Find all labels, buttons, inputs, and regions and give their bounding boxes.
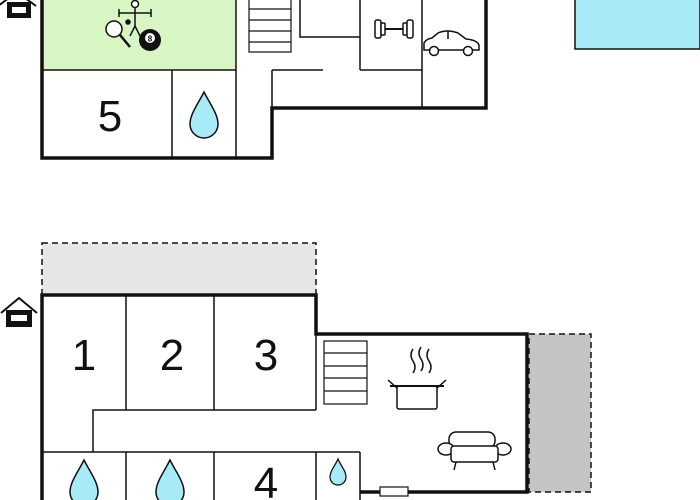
svg-text:8: 8 xyxy=(148,35,153,44)
window-icon xyxy=(379,486,409,497)
bathroom-drop-icon xyxy=(189,90,219,139)
cooking-pot-icon xyxy=(387,346,447,410)
stairs-icon xyxy=(248,0,292,53)
pool xyxy=(574,0,700,50)
room-number: 4 xyxy=(254,459,278,500)
upper-floor-walls xyxy=(40,0,488,160)
bathroom-drop-icon xyxy=(155,458,185,500)
room-number: 3 xyxy=(254,331,278,380)
stairs-icon xyxy=(323,340,368,405)
car-icon xyxy=(423,30,480,57)
entrance-house-icon xyxy=(0,296,38,327)
toilet-drop-icon xyxy=(329,457,347,486)
dumbbell-icon xyxy=(374,19,414,39)
entrance-house-icon xyxy=(0,0,37,18)
lower-floor-walls xyxy=(40,293,529,500)
terrace xyxy=(41,242,317,296)
foosball-icon xyxy=(118,0,152,37)
bathroom-drop-icon xyxy=(69,458,99,500)
room-number: 1 xyxy=(72,331,96,380)
sofa-icon xyxy=(437,431,512,471)
table-tennis-icon xyxy=(105,19,131,48)
billiard-ball-icon: 8 xyxy=(139,29,161,51)
room-number: 2 xyxy=(160,331,184,380)
carport xyxy=(528,333,592,493)
room-number: 5 xyxy=(98,92,122,141)
